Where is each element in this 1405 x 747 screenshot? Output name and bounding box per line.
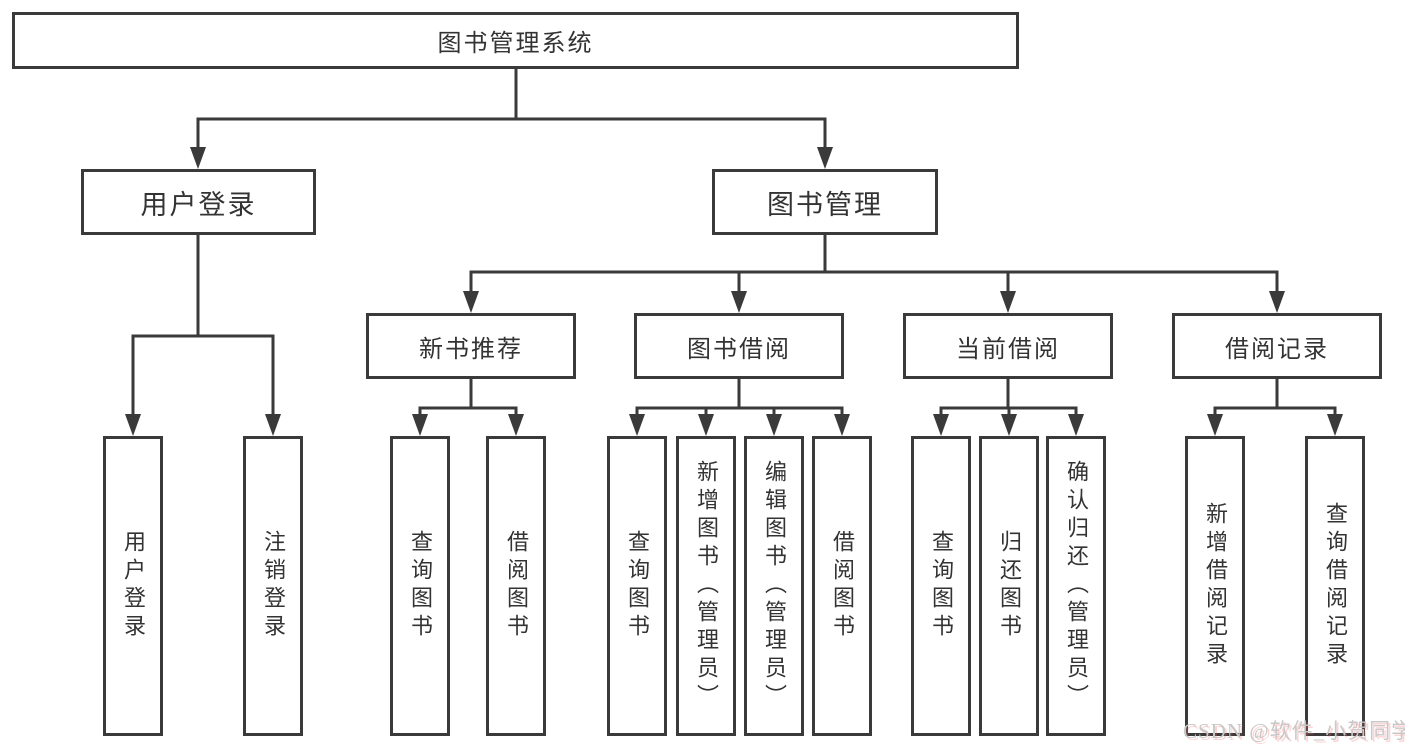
leaf-add-borrow-record-label: 新增借阅记录 xyxy=(1203,502,1228,670)
leaf-edit-book-admin: 编辑图书（管理员） xyxy=(744,436,804,736)
node-borrow-records-label: 借阅记录 xyxy=(1225,336,1329,363)
node-current-borrow-label: 当前借阅 xyxy=(956,336,1060,363)
leaf-logout: 注销登录 xyxy=(243,436,303,736)
node-new-book-recommend: 新书推荐 xyxy=(366,313,576,379)
leaf-query-borrow-record: 查询借阅记录 xyxy=(1305,436,1365,736)
node-user-login-label: 用户登录 xyxy=(140,189,257,220)
leaf-query-books-recommend-label: 查询图书 xyxy=(408,530,433,642)
node-book-management: 图书管理 xyxy=(712,169,938,235)
leaf-return-book-label: 归还图书 xyxy=(997,530,1022,642)
node-current-borrow: 当前借阅 xyxy=(903,313,1113,379)
leaf-user-login-label: 用户登录 xyxy=(121,530,146,642)
node-new-book-recommend-label: 新书推荐 xyxy=(419,336,523,363)
leaf-add-book-admin-label: 新增图书（管理员） xyxy=(694,460,719,712)
leaf-borrow-books: 借阅图书 xyxy=(812,436,872,736)
leaf-query-books-borrow: 查询图书 xyxy=(607,436,667,736)
node-book-borrow-label: 图书借阅 xyxy=(687,336,791,363)
node-book-management-label: 图书管理 xyxy=(767,189,883,220)
leaf-query-borrow-record-label: 查询借阅记录 xyxy=(1323,502,1348,670)
leaf-confirm-return-admin-label: 确认归还（管理员） xyxy=(1064,460,1089,712)
leaf-confirm-return-admin: 确认归还（管理员） xyxy=(1046,436,1106,736)
leaf-query-books-recommend: 查询图书 xyxy=(390,436,450,736)
leaf-return-book: 归还图书 xyxy=(979,436,1039,736)
leaf-query-books-current-label: 查询图书 xyxy=(929,530,954,642)
csdn-watermark: CSDN @软件_小贺同学 xyxy=(1183,719,1405,743)
leaf-edit-book-admin-label: 编辑图书（管理员） xyxy=(762,460,787,712)
node-borrow-records: 借阅记录 xyxy=(1172,313,1382,379)
node-library-system: 图书管理系统 xyxy=(12,12,1019,69)
leaf-query-books-borrow-label: 查询图书 xyxy=(625,530,650,642)
leaf-add-book-admin: 新增图书（管理员） xyxy=(676,436,736,736)
leaf-query-books-current: 查询图书 xyxy=(911,436,971,736)
leaf-user-login: 用户登录 xyxy=(103,436,163,736)
leaf-logout-label: 注销登录 xyxy=(261,530,286,642)
arrowheads xyxy=(125,147,1343,436)
leaf-add-borrow-record: 新增借阅记录 xyxy=(1185,436,1245,736)
leaf-borrow-books-label: 借阅图书 xyxy=(830,530,855,642)
leaf-borrow-books-recommend-label: 借阅图书 xyxy=(504,530,529,642)
node-user-login: 用户登录 xyxy=(81,169,316,235)
node-library-system-label: 图书管理系统 xyxy=(437,31,594,57)
leaf-borrow-books-recommend: 借阅图书 xyxy=(486,436,546,736)
node-book-borrow: 图书借阅 xyxy=(634,313,844,379)
